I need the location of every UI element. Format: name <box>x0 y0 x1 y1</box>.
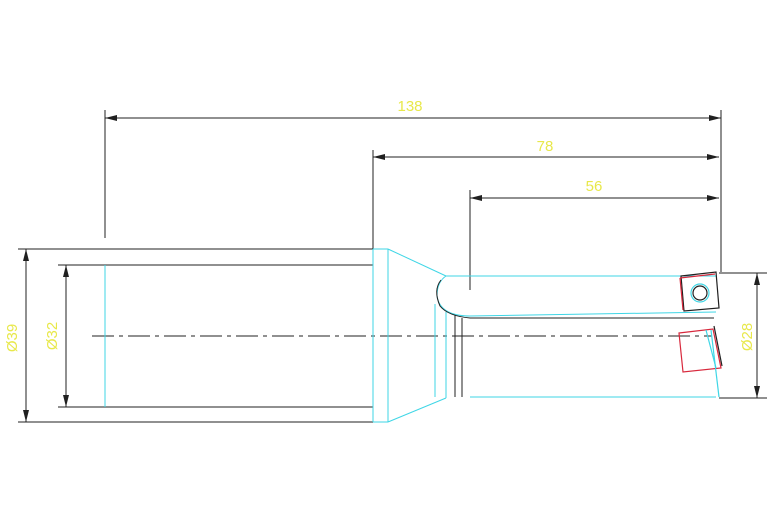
dimension-text-dia-28: Ø28 <box>739 323 756 351</box>
dimension-dia-32 <box>58 264 105 408</box>
dimension-text-dia-39: Ø39 <box>4 324 21 352</box>
dimension-text-dia-32: Ø32 <box>44 322 61 350</box>
insert-top <box>679 271 720 312</box>
insert-bottom <box>678 325 723 398</box>
dimension-138 <box>104 110 722 272</box>
flute-shadow <box>436 279 714 319</box>
dimension-text-78: 78 <box>537 138 554 155</box>
dimension-78 <box>372 150 719 250</box>
taper-section <box>387 248 447 423</box>
dimension-text-56: 56 <box>586 178 603 195</box>
shank-profile <box>104 248 389 423</box>
insert-screw-icon <box>690 283 710 303</box>
dimension-text-138: 138 <box>397 98 422 115</box>
taper-edge-dark <box>454 314 463 397</box>
dimension-dia-39 <box>18 248 373 423</box>
dimension-dia-28 <box>719 272 767 399</box>
shank-outline <box>105 264 373 408</box>
dimension-56 <box>469 190 719 290</box>
